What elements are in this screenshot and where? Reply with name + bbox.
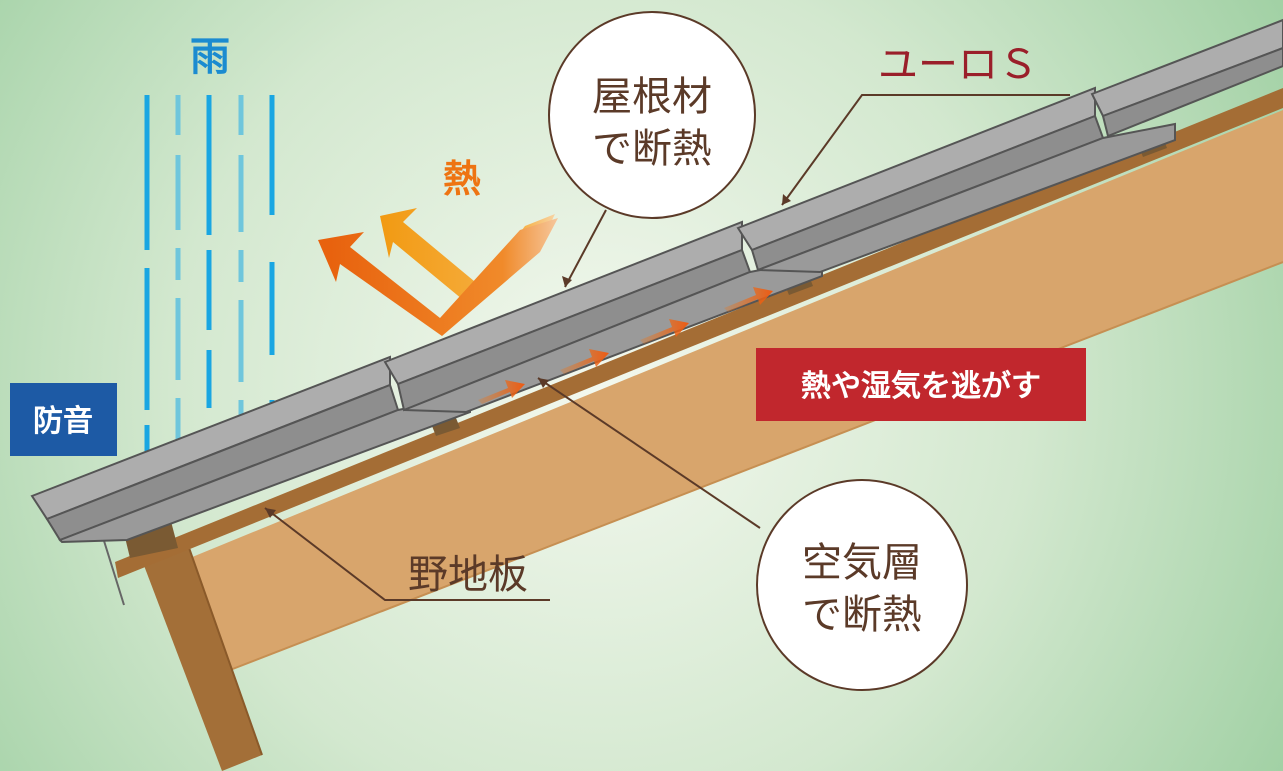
heat-label: 熱 bbox=[443, 157, 481, 201]
sheathing-board bbox=[115, 88, 1283, 578]
soundproof-badge-bg bbox=[10, 383, 117, 456]
callout-text-line1: 空気層 bbox=[802, 540, 922, 586]
roof-panel bbox=[383, 220, 823, 414]
leader-line-product bbox=[781, 94, 1070, 206]
product-name-label: ユーロＳ bbox=[878, 42, 1038, 88]
release-heat-badge-text: 熱や湿気を逃がす bbox=[801, 369, 1041, 404]
airflow-arrow-icon bbox=[640, 319, 689, 344]
rain-label: 雨 bbox=[190, 34, 230, 80]
sheathing-board-label: 野地板 bbox=[408, 552, 528, 598]
wall-post bbox=[140, 545, 262, 771]
callout-text-line1: 屋根材 bbox=[592, 74, 712, 120]
heat-arrows-icon bbox=[318, 208, 558, 336]
soundproof-badge: 防音 bbox=[10, 383, 117, 456]
release-heat-badge: 熱や湿気を逃がす bbox=[756, 348, 1086, 421]
callout-text-line2: で断熱 bbox=[802, 592, 922, 638]
callout-circle bbox=[756, 479, 968, 691]
roof-panel bbox=[1090, 18, 1283, 138]
air-layer-callout: 空気層 で断熱 bbox=[756, 479, 968, 691]
airflow-arrow-icon bbox=[478, 380, 525, 404]
callout-circle bbox=[548, 11, 756, 219]
release-heat-badge-bg bbox=[756, 348, 1086, 421]
roof-panel bbox=[30, 355, 471, 544]
rain-lines bbox=[144, 95, 275, 452]
leader-lines bbox=[264, 94, 1070, 601]
wood-rafter-edge bbox=[229, 261, 1283, 671]
wall-post-edge bbox=[187, 544, 263, 756]
roofing-insulation-callout: 屋根材 で断熱 bbox=[548, 11, 756, 219]
airflow-arrow-icon bbox=[560, 349, 609, 374]
soundproof-badge-text: 防音 bbox=[33, 404, 93, 439]
roof-panel bbox=[736, 86, 1176, 274]
leader-line-roofing bbox=[564, 209, 607, 288]
wood-rafter bbox=[185, 110, 1283, 670]
callout-text-line2: で断熱 bbox=[592, 126, 712, 172]
leader-line-sheathing bbox=[264, 507, 550, 601]
airflow-arrow-icon bbox=[724, 287, 773, 312]
airflow-arrows bbox=[478, 287, 773, 404]
leader-line-air-layer bbox=[537, 377, 761, 529]
